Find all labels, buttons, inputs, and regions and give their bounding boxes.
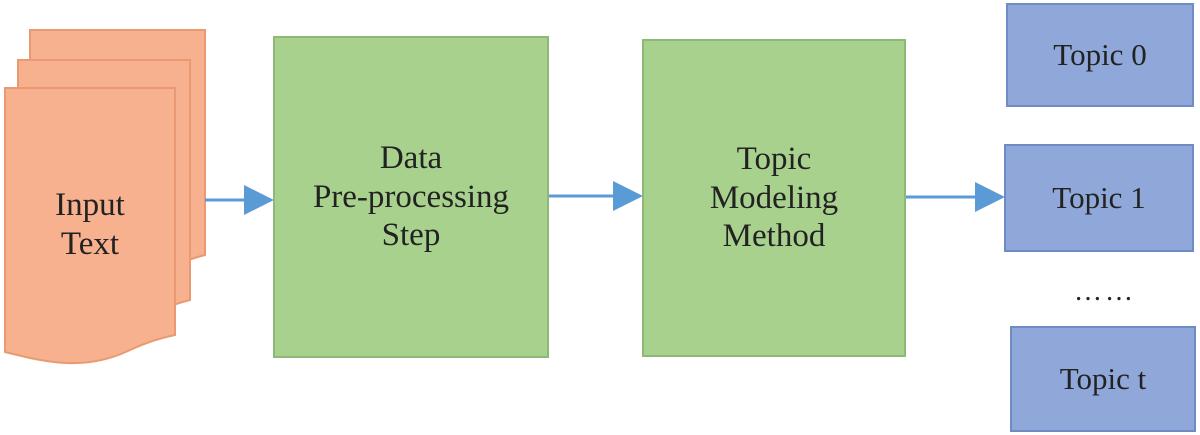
preprocessing-step-box: [273, 36, 549, 358]
topics-ellipsis: ……: [1074, 276, 1136, 308]
topic-t-box: [1010, 326, 1196, 432]
topic-0-box: [1006, 3, 1194, 107]
input-line-2: Text: [60, 226, 120, 262]
topic-modeling-method-box: [642, 39, 906, 357]
preprocess-line-3: Step: [381, 217, 441, 254]
modeling-line-2: Modeling: [709, 179, 839, 216]
input-line-1: Input: [55, 187, 125, 224]
topic-1-label: Topic 1: [1052, 179, 1146, 215]
modeling-line-1: Topic: [736, 140, 812, 177]
input-text-label: Input Text: [30, 175, 150, 275]
topic-modeling-method-label: Topic Modeling Method: [642, 39, 906, 357]
preprocessing-step-label: Data Pre-processing Step: [273, 36, 549, 358]
topic-0-label: Topic 0: [1053, 36, 1147, 72]
document-shape-front: [4, 87, 176, 365]
preprocess-line-2: Pre-processing: [312, 178, 510, 215]
preprocess-line-1: Data: [379, 139, 443, 176]
topic-t-label: Topic t: [1059, 360, 1147, 396]
topic-1-box: [1004, 144, 1194, 252]
modeling-line-3: Method: [722, 218, 826, 255]
